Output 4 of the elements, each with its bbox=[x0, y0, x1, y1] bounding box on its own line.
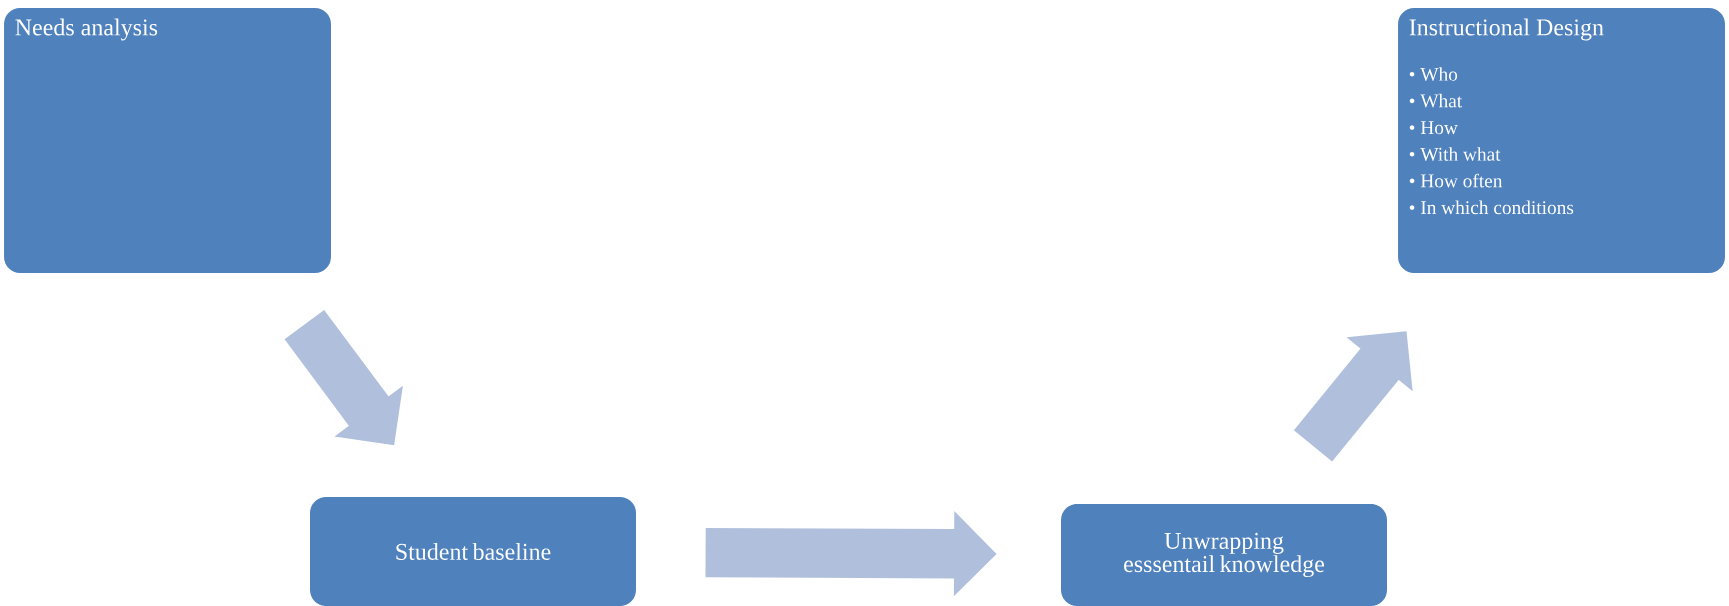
process-box: Instructional Design • Who • What • How • With what • How often • In which conditions bbox=[1398, 7, 1725, 274]
process-box: Unwrapping esssentail knowledge bbox=[1061, 504, 1387, 606]
process-box: Needs analysis bbox=[4, 7, 331, 274]
process-box: Student baseline bbox=[310, 496, 636, 606]
